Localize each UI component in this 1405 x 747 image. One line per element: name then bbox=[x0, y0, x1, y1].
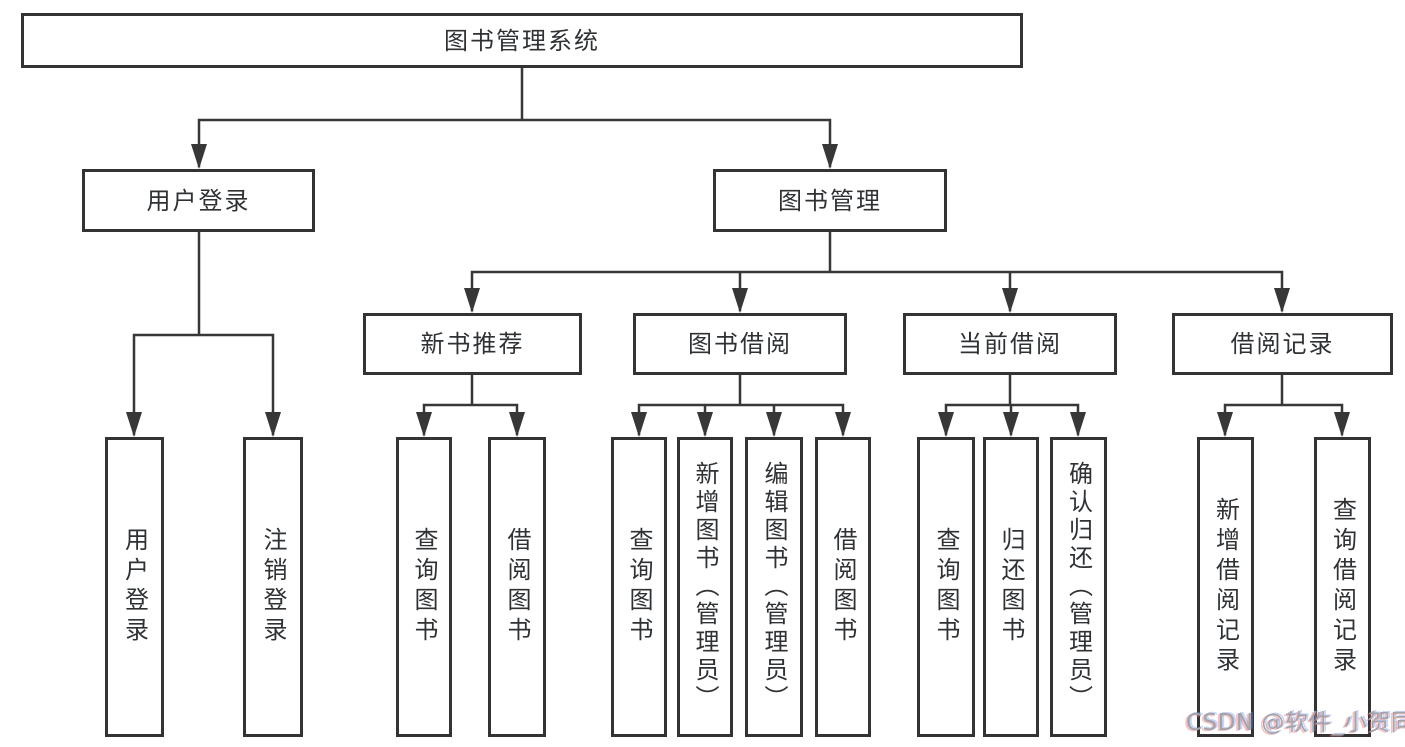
edge-book-management-to-level3 bbox=[464, 230, 1290, 313]
arrow-down-icon bbox=[1003, 412, 1019, 437]
node-leaf-borrow-books: 借阅图书 bbox=[815, 437, 871, 737]
node-leaf-query-books: 查询图书 bbox=[611, 437, 667, 737]
arrow-down-icon bbox=[631, 412, 647, 437]
arrow-down-icon bbox=[191, 144, 207, 169]
arrow-down-icon bbox=[464, 288, 480, 313]
node-leaf-borrow-books: 借阅图书 bbox=[488, 437, 546, 737]
edge-user-login-to-leaves bbox=[126, 230, 281, 437]
arrow-down-icon bbox=[822, 144, 838, 169]
node-current-borrowing: 当前借阅 bbox=[903, 313, 1117, 375]
arrow-down-icon bbox=[697, 412, 713, 437]
arrow-down-icon bbox=[1217, 412, 1233, 437]
arrow-down-icon bbox=[509, 412, 525, 437]
node-leaf-confirm-return-admin: 确认归还（管理员） bbox=[1050, 437, 1107, 737]
node-leaf-logout: 注销登录 bbox=[243, 437, 303, 737]
node-leaf-query-books: 查询图书 bbox=[396, 437, 452, 737]
node-user-login: 用户登录 bbox=[82, 169, 315, 232]
edge-recommendation-to-leaves bbox=[416, 373, 525, 437]
arrow-down-icon bbox=[835, 412, 851, 437]
arrow-down-icon bbox=[732, 288, 748, 313]
arrow-down-icon bbox=[416, 412, 432, 437]
node-leaf-query-books: 查询图书 bbox=[917, 437, 975, 737]
node-leaf-add-books-admin: 新增图书（管理员） bbox=[677, 437, 733, 737]
arrow-down-icon bbox=[766, 412, 782, 437]
node-leaf-add-borrow-record: 新增借阅记录 bbox=[1197, 437, 1254, 737]
arrow-down-icon bbox=[126, 412, 142, 437]
node-leaf-query-borrow-record: 查询借阅记录 bbox=[1314, 437, 1371, 737]
edge-book-borrowing-to-leaves bbox=[631, 373, 851, 437]
arrow-down-icon bbox=[1274, 288, 1290, 313]
node-library-management-system: 图书管理系统 bbox=[21, 13, 1023, 68]
arrow-down-icon bbox=[1070, 412, 1086, 437]
node-leaf-user-login: 用户登录 bbox=[105, 437, 164, 737]
node-borrowing-records: 借阅记录 bbox=[1172, 313, 1393, 375]
csdn-watermark: CSDN @软件_小贺同学 bbox=[1186, 710, 1405, 736]
edge-current-borrowing-to-leaves bbox=[938, 373, 1086, 437]
edge-root-to-level2 bbox=[191, 66, 838, 169]
node-book-borrowing: 图书借阅 bbox=[633, 313, 847, 375]
arrow-down-icon bbox=[1334, 412, 1350, 437]
node-leaf-return-books: 归还图书 bbox=[983, 437, 1039, 737]
arrow-down-icon bbox=[1002, 288, 1018, 313]
edge-borrowing-records-to-leaves bbox=[1217, 373, 1350, 437]
node-leaf-edit-books-admin: 编辑图书（管理员） bbox=[745, 437, 803, 737]
arrow-down-icon bbox=[265, 412, 281, 437]
node-new-book-recommendation: 新书推荐 bbox=[363, 313, 582, 375]
arrow-down-icon bbox=[938, 412, 954, 437]
node-book-management: 图书管理 bbox=[713, 169, 947, 232]
